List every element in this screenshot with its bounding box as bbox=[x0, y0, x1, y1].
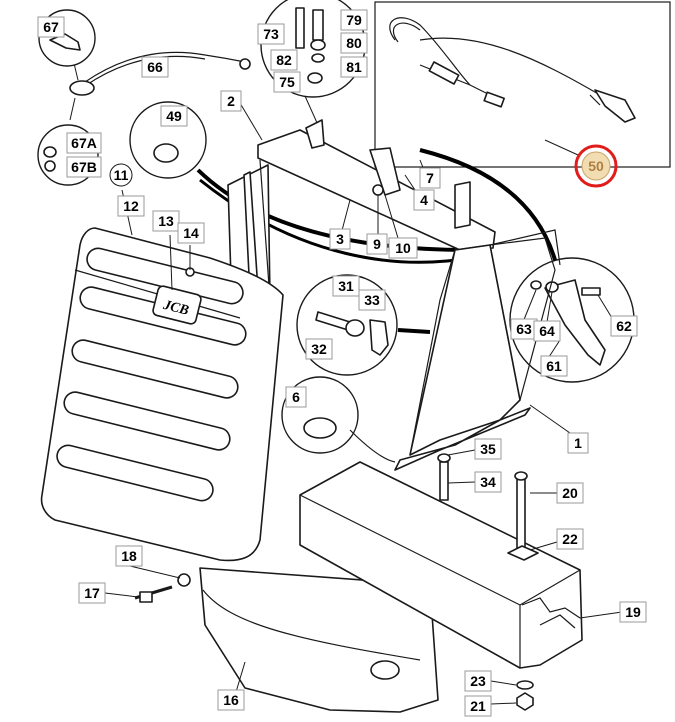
callout-81: 81 bbox=[340, 56, 368, 78]
svg-text:6: 6 bbox=[292, 389, 300, 405]
callout-21: 21 bbox=[464, 695, 492, 717]
svg-text:16: 16 bbox=[223, 692, 239, 708]
callout-13: 13 bbox=[152, 210, 180, 232]
svg-text:2: 2 bbox=[227, 93, 235, 109]
svg-text:75: 75 bbox=[279, 74, 295, 90]
callout-61: 61 bbox=[540, 355, 568, 377]
callout-23: 23 bbox=[464, 670, 492, 692]
callout-31: 31 bbox=[332, 275, 360, 297]
callout-35: 35 bbox=[474, 438, 502, 460]
cable-66 bbox=[69, 51, 251, 121]
svg-text:1: 1 bbox=[574, 435, 582, 451]
svg-text:50: 50 bbox=[588, 158, 604, 174]
callout-20: 20 bbox=[556, 482, 584, 504]
svg-text:9: 9 bbox=[373, 236, 381, 252]
callout-67a: 67A bbox=[66, 132, 102, 154]
svg-text:62: 62 bbox=[616, 318, 632, 334]
svg-text:33: 33 bbox=[364, 292, 380, 308]
callout-17: 17 bbox=[78, 582, 106, 604]
svg-text:18: 18 bbox=[121, 548, 137, 564]
callout-63: 63 bbox=[510, 318, 538, 340]
callout-10: 10 bbox=[388, 237, 418, 259]
callout-32: 32 bbox=[305, 338, 333, 360]
svg-text:23: 23 bbox=[470, 673, 486, 689]
callout-62: 62 bbox=[610, 315, 638, 337]
callout-4: 4 bbox=[413, 189, 435, 211]
svg-text:82: 82 bbox=[276, 52, 292, 68]
svg-text:10: 10 bbox=[395, 240, 411, 256]
callout-18: 18 bbox=[115, 545, 143, 567]
callout-34: 34 bbox=[474, 471, 502, 493]
highlight-ring bbox=[574, 144, 618, 188]
svg-text:21: 21 bbox=[470, 698, 486, 714]
svg-text:80: 80 bbox=[346, 35, 362, 51]
svg-text:49: 49 bbox=[166, 108, 182, 124]
callout-50-highlighted[interactable]: 50 bbox=[574, 144, 618, 188]
svg-text:7: 7 bbox=[426, 170, 434, 186]
callout-79: 79 bbox=[340, 9, 368, 31]
counterweight bbox=[299, 461, 623, 669]
callout-16: 16 bbox=[217, 689, 245, 711]
svg-text:34: 34 bbox=[480, 474, 496, 490]
svg-text:61: 61 bbox=[546, 358, 562, 374]
svg-text:22: 22 bbox=[562, 531, 578, 547]
highlight-badge bbox=[581, 151, 611, 181]
jcb-logo: JCB bbox=[161, 298, 191, 319]
svg-text:73: 73 bbox=[263, 26, 279, 42]
callout-14: 14 bbox=[177, 222, 205, 244]
callout-3: 3 bbox=[329, 228, 351, 250]
callout-80: 80 bbox=[340, 32, 368, 54]
leader-lines bbox=[239, 102, 613, 441]
svg-text:12: 12 bbox=[123, 198, 139, 214]
callout-49: 49 bbox=[160, 105, 188, 127]
callout-9: 9 bbox=[366, 233, 388, 255]
svg-text:67: 67 bbox=[43, 19, 59, 35]
grille-panel: JCB bbox=[40, 189, 284, 562]
svg-text:13: 13 bbox=[158, 213, 174, 229]
bumper bbox=[199, 567, 439, 713]
svg-text:66: 66 bbox=[147, 59, 163, 75]
svg-text:67A: 67A bbox=[71, 135, 97, 151]
svg-text:3: 3 bbox=[336, 231, 344, 247]
cable-inset bbox=[374, 1, 671, 168]
callout-73: 73 bbox=[257, 23, 285, 45]
svg-text:81: 81 bbox=[346, 59, 362, 75]
svg-text:31: 31 bbox=[338, 278, 354, 294]
callout-12: 12 bbox=[117, 195, 145, 217]
callout-22: 22 bbox=[556, 528, 584, 550]
svg-text:19: 19 bbox=[625, 604, 641, 620]
callout-19: 19 bbox=[619, 601, 647, 623]
fasteners bbox=[104, 449, 558, 711]
svg-text:63: 63 bbox=[516, 321, 532, 337]
callout-82: 82 bbox=[270, 49, 298, 71]
callout-67: 67 bbox=[37, 16, 65, 38]
callout-64: 64 bbox=[533, 320, 561, 342]
callout-7: 7 bbox=[419, 167, 441, 189]
callout-2: 2 bbox=[220, 90, 242, 112]
svg-text:32: 32 bbox=[311, 341, 327, 357]
callout-1: 1 bbox=[567, 432, 589, 454]
callout-75: 75 bbox=[273, 71, 301, 93]
frame-assembly bbox=[227, 119, 561, 471]
svg-text:79: 79 bbox=[346, 12, 362, 28]
svg-text:64: 64 bbox=[539, 323, 555, 339]
callout-11: 11 bbox=[109, 163, 133, 187]
svg-text:20: 20 bbox=[562, 485, 578, 501]
svg-text:67B: 67B bbox=[71, 159, 97, 175]
callout-labels: 1 2 3 4 6 7 9 10 11 12 13 14 16 17 18 19… bbox=[37, 9, 647, 717]
callout-33: 33 bbox=[358, 289, 386, 311]
svg-text:35: 35 bbox=[480, 441, 496, 457]
callout-66: 66 bbox=[141, 56, 169, 78]
svg-text:4: 4 bbox=[420, 192, 428, 208]
callout-6: 6 bbox=[285, 386, 307, 408]
callout-67b: 67B bbox=[66, 156, 102, 178]
svg-text:14: 14 bbox=[183, 225, 199, 241]
svg-text:11: 11 bbox=[114, 167, 129, 183]
svg-text:17: 17 bbox=[84, 585, 100, 601]
